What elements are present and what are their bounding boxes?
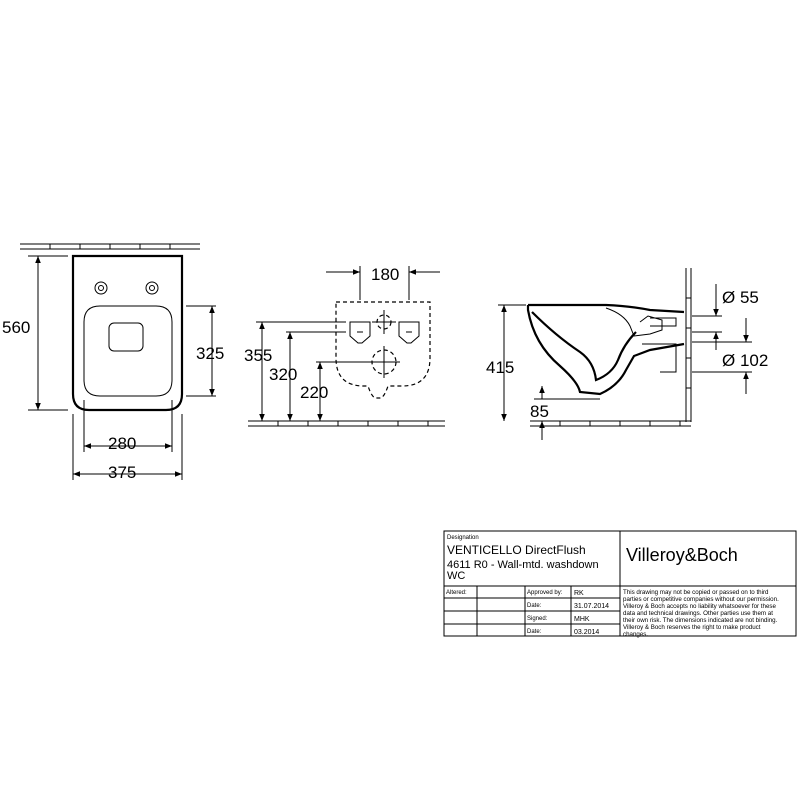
dim-rear-320: 320 [269,365,297,384]
dim-rear-fixing-spacing: 180 [371,265,399,284]
dim-rear-355: 355 [244,346,272,365]
front-fixing-hole-left [94,281,108,295]
dim-rear-220: 220 [300,383,328,402]
date-label-1: Date: [527,603,542,609]
approved-by-value: RK [574,590,584,597]
title-block: Designation VENTICELLO DirectFlush 4611 … [443,530,797,638]
front-wall-top [20,243,200,250]
front-seat-button [108,322,144,352]
side-rim [528,303,685,314]
front-seat-outline [83,305,173,397]
front-fixing-hole-right [145,281,159,295]
dim-front-height: 560 [2,318,30,337]
rear-view: 180 355 320 220 [244,265,445,427]
dim-side-dia-55: Ø 55 [722,288,759,307]
front-view: 560 325 280 375 [2,243,224,482]
disclaimer-line: This drawing may not be copied or passed… [623,589,769,596]
disclaimer-line: Villeroy & Boch reserves the right to ma… [623,624,761,631]
date-value-1: 31.07.2014 [574,603,609,610]
brand-logo: Villeroy&Boch [626,545,738,565]
product-desc-line2: WC [447,570,465,582]
side-bowl-outer [526,305,685,396]
date-label-2: Date: [527,629,542,635]
designation-label: Designation [447,535,479,541]
dim-side-dia-102: Ø 102 [722,351,768,370]
dim-side-height: 415 [486,358,514,377]
signed-value: MHK [574,616,590,623]
approved-by-label: Approved by: [527,590,563,596]
rear-bowl-outline [335,301,431,399]
dim-front-seat-height: 325 [196,344,224,363]
disclaimer-line: data and technical drawings. Other parti… [623,610,773,617]
rear-fixing-slot-right [398,321,420,344]
disclaimer-line: changes. [623,631,648,638]
side-wall [685,268,692,422]
disclaimer-line: parties or competitive companies without… [623,596,779,603]
rear-floor [248,420,445,427]
date-value-2: 03.2014 [574,629,599,636]
side-view: 415 85 Ø 55 Ø 102 [486,268,768,440]
disclaimer: This drawing may not be copied or passed… [623,589,779,638]
signed-label: Signed: [527,616,548,622]
altered-label: Altered: [446,590,467,596]
disclaimer-line: Villeroy & Boch accepts no liability wha… [623,603,776,610]
front-bowl-outline [71,254,184,412]
dim-front-width: 375 [108,463,136,482]
rear-fixing-slot-left [349,321,371,344]
side-floor [530,420,691,427]
product-name: VENTICELLO DirectFlush [447,543,586,557]
dim-front-inner-width: 280 [108,434,136,453]
product-desc-line1: 4611 R0 - Wall-mtd. washdown [447,559,599,571]
disclaimer-line: their own risk. The dimensions indicated… [623,617,778,624]
side-bowl-inner [531,311,637,382]
dim-side-85: 85 [530,402,549,421]
